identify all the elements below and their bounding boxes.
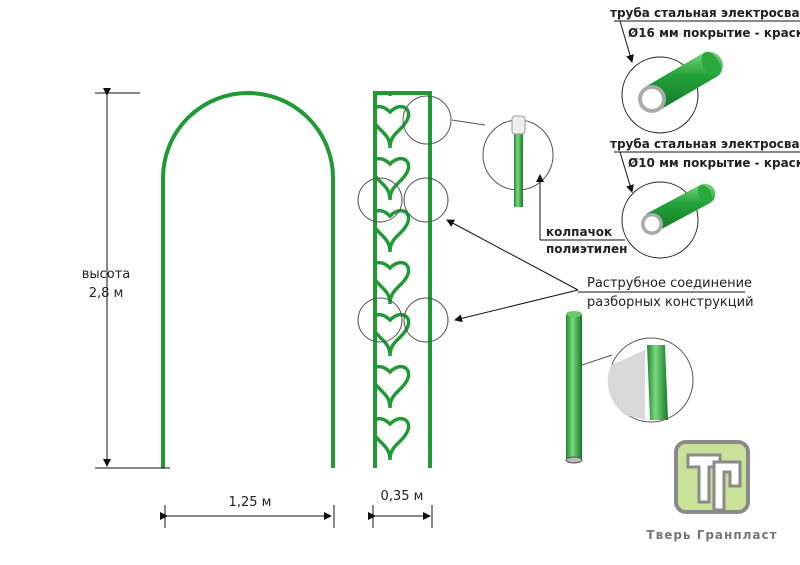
pipe16-label-2: Ø16 мм покрытие - краска (628, 26, 800, 40)
pipe10-label-1: труба стальная электросварная (610, 137, 800, 151)
joint-label-1: Раструбное соединение (587, 276, 752, 291)
arch-width-label: 1,25 м (229, 495, 272, 510)
height-value: 2,8 м (89, 286, 124, 301)
width-dimension (160, 505, 433, 528)
pipe10-label-2: Ø10 мм покрытие - краска (628, 156, 800, 170)
arch-frame (161, 91, 335, 468)
joint-label-2: разборных конструкций (587, 295, 754, 310)
company-logo (674, 440, 750, 514)
height-dimension (95, 88, 170, 469)
cap-label-1: колпачок (546, 225, 612, 239)
joint-callout (446, 219, 745, 323)
height-label: высота (82, 267, 131, 282)
cap-detail (451, 115, 625, 241)
pipe16-section (621, 51, 723, 134)
panel-width-label: 0,35 м (381, 489, 424, 504)
side-panel (357, 91, 452, 468)
cap-label-2: полиэтилен (546, 242, 627, 256)
pipe10-section (621, 181, 716, 259)
pipe16-label-1: труба стальная электросварная (610, 6, 800, 20)
company-name: Тверь Гранпласт (646, 528, 777, 542)
joint-pipe-detail (565, 311, 694, 464)
